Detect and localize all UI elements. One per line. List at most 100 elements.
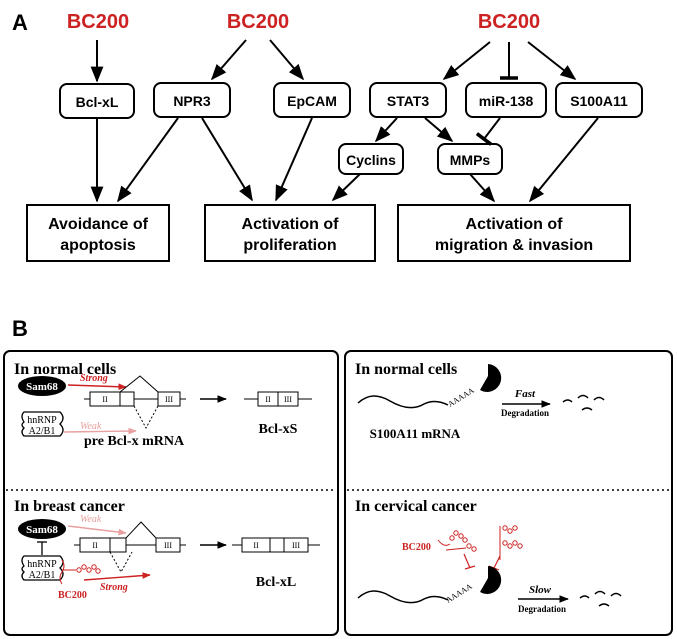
outcome-apoptosis: Avoidance of apoptosis — [26, 204, 170, 262]
bc200-rna-left — [59, 559, 101, 585]
svg-text:proliferation: proliferation — [243, 237, 336, 254]
bc200-label-left: BC200 — [58, 590, 87, 601]
arrow-bc200-stat3 — [442, 41, 491, 81]
left-normal-title: In normal cells — [14, 361, 116, 378]
pre-mrna-gene-cancer: II III — [74, 521, 186, 574]
svg-text:III: III — [284, 395, 292, 404]
hnrnp-label-cancer-1: hnRNP — [27, 559, 57, 570]
strong-arrow-normal — [67, 383, 127, 391]
svg-text:apoptosis: apoptosis — [60, 237, 136, 254]
svg-text:Activation of: Activation of — [466, 216, 564, 233]
right-normal-title: In normal cells — [355, 361, 457, 378]
bclxs-label: Bcl-xS — [259, 422, 298, 437]
arrow-s100a11-migration — [528, 117, 599, 203]
weak-label-normal: Weak — [80, 421, 102, 432]
pre-mrna-label: pre Bcl-x mRNA — [84, 434, 185, 449]
bc200-rna-right-1 — [437, 530, 477, 552]
svg-text:II: II — [265, 395, 271, 404]
svg-text:III: III — [165, 395, 173, 404]
arrow-npr3-proliferation — [201, 117, 253, 202]
panel-a-label: A — [12, 10, 28, 35]
panel-b-right-box — [344, 350, 673, 636]
node-s100a11: S100A11 — [555, 82, 643, 118]
node-mir138: miR-138 — [465, 82, 547, 118]
svg-text:S100A11: S100A11 — [570, 93, 628, 109]
degradation-label-cancer: Degradation — [518, 604, 566, 614]
arrow-bc200-epcam — [269, 39, 305, 81]
svg-text:STAT3: STAT3 — [387, 93, 429, 109]
left-cancer-section: In breast cancer Sam68 hnRNP A2/B1 BC200… — [14, 498, 320, 601]
sam68-label: Sam68 — [26, 381, 58, 393]
node-mmps: MMPs — [437, 143, 503, 175]
node-bclxl: Bcl-xL — [59, 83, 135, 119]
node-npr3: NPR3 — [153, 82, 231, 118]
degradation-label-normal: Degradation — [501, 408, 549, 418]
bclxl-product: II III — [232, 537, 320, 553]
hnrnp-shape-cancer — [21, 555, 64, 581]
node-epcam: EpCAM — [273, 82, 351, 118]
svg-text:Activation of: Activation of — [242, 216, 340, 233]
panel-b-left-box — [3, 350, 339, 636]
arrow-mmps-migration — [469, 173, 496, 203]
arrow-stat3-cyclins — [374, 117, 398, 143]
outcome-migration: Activation of migration & invasion — [397, 204, 631, 262]
s100-mrna-strand-cancer — [357, 590, 449, 604]
svg-text:Bcl-xL: Bcl-xL — [76, 94, 119, 110]
exosome-pacman-cancer — [480, 566, 502, 594]
fragments-normal — [562, 394, 605, 411]
hnrnp-label-2: A2/B1 — [29, 426, 56, 437]
arrow-cyclins-proliferation — [331, 173, 361, 202]
bc200-right-label: BC200 — [478, 11, 540, 33]
s100-mrna-label: S100A11 mRNA — [370, 426, 461, 441]
weak-label-cancer: Weak — [80, 514, 102, 525]
bc200-rna-right-2 — [499, 525, 523, 560]
svg-text:II: II — [92, 541, 98, 550]
svg-text:III: III — [164, 541, 172, 550]
sam68-oval — [18, 376, 66, 396]
bc200-mid-label: BC200 — [227, 11, 289, 33]
right-cancer-title: In cervical cancer — [355, 498, 477, 515]
outcome-proliferation: Activation of proliferation — [204, 204, 376, 262]
svg-text:III: III — [292, 541, 300, 550]
s100-mrna-strand — [357, 395, 449, 409]
arrow-bc200-npr3 — [210, 39, 247, 81]
arrow-bc200-s100a11 — [527, 41, 577, 80]
hnrnp-shape — [21, 411, 64, 437]
sam68-oval-cancer — [18, 519, 66, 539]
bc200-left-label: BC200 — [67, 11, 129, 33]
pre-mrna-gene-normal: II III — [84, 375, 186, 430]
node-cyclins: Cyclins — [338, 143, 404, 175]
svg-text:II: II — [253, 541, 259, 550]
node-stat3: STAT3 — [369, 82, 447, 118]
arrow-epcam-proliferation — [275, 117, 313, 202]
slow-label: Slow — [529, 584, 552, 596]
svg-text:Avoidance of: Avoidance of — [48, 216, 149, 233]
left-cancer-title: In breast cancer — [14, 498, 125, 515]
hnrnp-label-1: hnRNP — [27, 415, 57, 426]
svg-text:migration & invasion: migration & invasion — [435, 237, 593, 254]
strong-label-cancer: Strong — [100, 582, 128, 593]
fragments-cancer — [579, 590, 622, 607]
bclxl-label-b: Bcl-xL — [256, 575, 296, 590]
arrow-npr3-apoptosis — [117, 117, 179, 203]
bc200-label-right: BC200 — [402, 542, 431, 553]
weak-arrow-normal — [63, 427, 137, 435]
hnrnp-label-cancer-2: A2/B1 — [29, 570, 56, 581]
panel-b-label: B — [12, 316, 28, 341]
right-normal-section: In normal cells AAAAA Fast Degradation S… — [355, 361, 605, 441]
svg-text:NPR3: NPR3 — [173, 93, 211, 109]
panel-a: A BC200 BC200 BC200 Bcl-xL NPR3 EpCAM ST… — [12, 10, 643, 262]
exosome-pacman-normal — [480, 364, 502, 392]
inhibit-mir138-mmps — [475, 117, 501, 146]
left-normal-section: In normal cells Sam68 hnRNP A2/B1 Strong… — [14, 361, 312, 449]
fast-label: Fast — [514, 388, 536, 400]
sam68-label-cancer: Sam68 — [26, 524, 58, 536]
bclxs-product: II III — [244, 391, 312, 407]
svg-text:Cyclins: Cyclins — [346, 152, 396, 168]
svg-text:EpCAM: EpCAM — [287, 93, 337, 109]
svg-text:II: II — [102, 395, 108, 404]
arrow-stat3-mmps — [424, 117, 454, 143]
panel-b: B In normal cells Sam68 hnRNP A2/B1 Stro… — [3, 316, 673, 636]
svg-text:miR-138: miR-138 — [479, 93, 534, 109]
